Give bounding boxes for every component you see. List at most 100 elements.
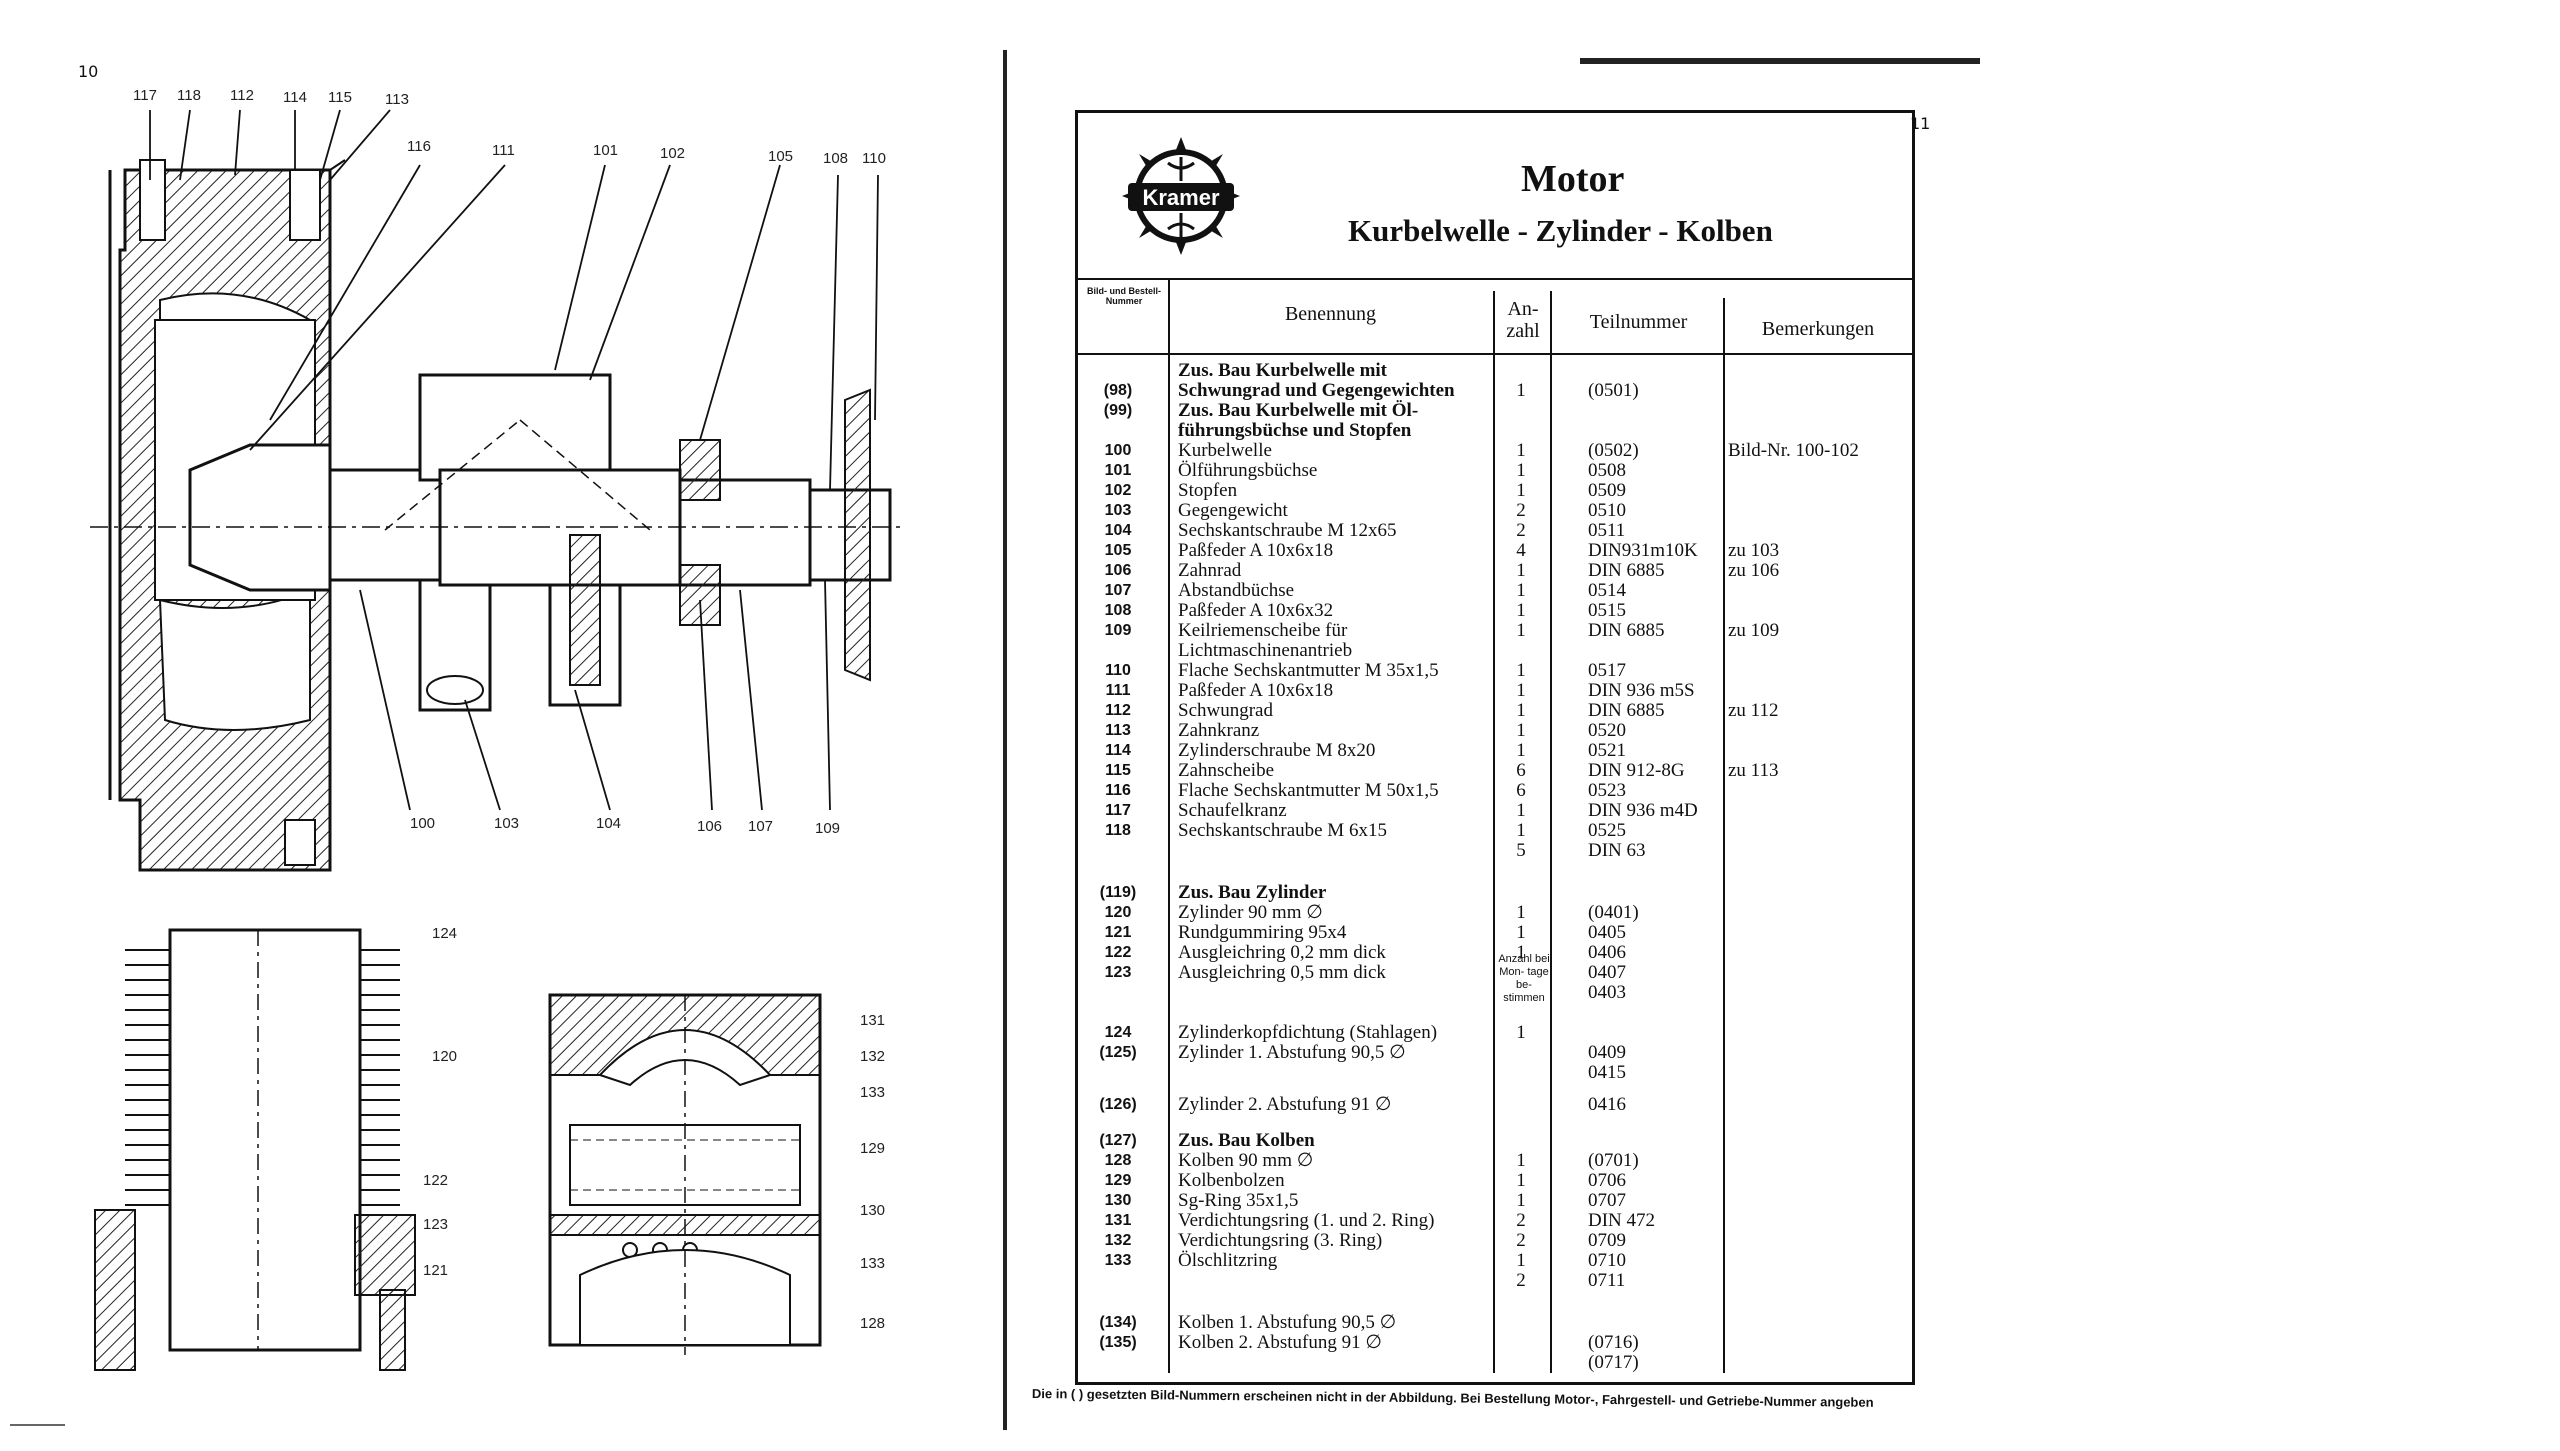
col-line-3 <box>1550 291 1552 1373</box>
row-part-number: 0407 <box>1588 962 1626 983</box>
row-name: Zahnkranz <box>1178 720 1260 741</box>
row-name: Kurbelwelle <box>1178 440 1272 461</box>
row-part-number: 0707 <box>1588 1190 1626 1211</box>
subtitle: Kurbelwelle - Zylinder - Kolben <box>1348 213 1773 248</box>
callout-103: 103 <box>494 815 520 832</box>
row-name: Zylinderschraube M 8x20 <box>1178 740 1376 761</box>
row-qty: 1 <box>1516 1022 1526 1043</box>
row-number: 118 <box>1105 822 1131 839</box>
header-top-line <box>1078 278 1912 280</box>
row-name: Stopfen <box>1178 480 1238 501</box>
crankshaft-drawing <box>90 109 900 872</box>
left-page-number: 10 <box>78 62 99 81</box>
row-number: 113 <box>1105 722 1131 739</box>
row-number: 105 <box>1104 542 1132 559</box>
row-qty: 1 <box>1516 380 1526 401</box>
th-part: Teilnummer <box>1589 311 1688 333</box>
row-qty: 1 <box>1516 600 1526 621</box>
row-part-number: DIN931m10K <box>1588 540 1698 561</box>
row-number: (135) <box>1099 1334 1137 1351</box>
row-part-number: DIN 6885 <box>1588 620 1665 641</box>
th-qty: An- zahl <box>1506 298 1540 342</box>
row-part-number: 0511 <box>1588 520 1626 541</box>
table-row: (135)Kolben 2. Abstufung 91 ∅(0716) <box>1078 1333 1912 1353</box>
table-row: (0717) <box>1078 1353 1912 1373</box>
row-part-number: (0701) <box>1588 1150 1639 1171</box>
row-remark: zu 112 <box>1728 700 1779 721</box>
row-name: Zylinderkopfdichtung (Stahlagen) <box>1178 1022 1438 1043</box>
title-motor: Motor <box>1521 158 1625 200</box>
row-name: Paßfeder A 10x6x18 <box>1178 680 1334 701</box>
row-remark: Bild-Nr. 100-102 <box>1728 440 1859 461</box>
qty-note: Anzahl bei Mon- tage be- stimmen <box>1498 953 1550 1004</box>
callout-107: 107 <box>748 818 774 835</box>
parts-sheet: Kramer Motor Kurbelwelle - Zylinder - Ko… <box>1075 110 1915 1385</box>
row-part-number: (0401) <box>1588 902 1639 923</box>
row-remark: zu 106 <box>1728 560 1780 581</box>
row-name: Ölführungsbüchse <box>1178 460 1318 481</box>
row-name: Paßfeder A 10x6x32 <box>1178 600 1334 621</box>
row-number: (125) <box>1099 1044 1137 1061</box>
row-remark: zu 113 <box>1728 760 1779 781</box>
row-part-number: DIN 6885 <box>1588 560 1665 581</box>
table-row: 0415 <box>1078 1063 1912 1083</box>
right-page-number: 11 <box>1910 114 1931 133</box>
row-part-number: 0523 <box>1588 780 1626 801</box>
row-number: 133 <box>1104 1252 1132 1269</box>
row-number: 116 <box>1105 782 1131 799</box>
table-row: führungsbüchse und Stopfen <box>1078 421 1912 441</box>
callout-116: 116 <box>407 138 431 155</box>
row-number: 111 <box>1105 682 1131 699</box>
row-part-number: 0508 <box>1588 460 1626 481</box>
table-row: (134)Kolben 1. Abstufung 90,5 ∅ <box>1078 1313 1912 1333</box>
row-part-number: 0521 <box>1588 740 1626 761</box>
callout-122: 122 <box>423 1172 449 1189</box>
row-qty: 1 <box>1516 460 1526 481</box>
row-name: Zylinder 1. Abstufung 90,5 ∅ <box>1178 1042 1406 1063</box>
row-number: 110 <box>1105 662 1131 679</box>
row-number: 104 <box>1104 522 1132 539</box>
th-remarks: Bemerkungen <box>1761 318 1875 340</box>
table-row: 0403 <box>1078 983 1912 1003</box>
callout-120: 120 <box>432 1048 458 1065</box>
col-line-4 <box>1723 298 1725 1373</box>
row-part-number: (0502) <box>1588 440 1639 461</box>
row-number: 109 <box>1104 622 1132 639</box>
row-number: 114 <box>1105 742 1131 759</box>
row-qty: 1 <box>1516 440 1526 461</box>
table-row: Lichtmaschinenantrieb <box>1078 641 1912 661</box>
row-part-number: 0520 <box>1588 720 1626 741</box>
row-part-number: 0510 <box>1588 500 1626 521</box>
row-qty: 1 <box>1516 1170 1526 1191</box>
top-rule <box>1580 58 1980 64</box>
row-name: Sechskantschraube M 6x15 <box>1178 820 1387 841</box>
row-name: Ausgleichring 0,5 mm dick <box>1178 962 1386 983</box>
leader-lines <box>149 109 879 811</box>
row-name: Schwungrad und Gegengewichten <box>1178 380 1455 401</box>
kramer-logo: Kramer <box>1122 137 1240 255</box>
row-qty: 1 <box>1516 820 1526 841</box>
callout-100: 100 <box>410 815 436 832</box>
row-name: Kolben 2. Abstufung 91 ∅ <box>1178 1332 1382 1353</box>
row-part-number: 0416 <box>1588 1094 1626 1115</box>
row-qty: 2 <box>1516 1270 1526 1291</box>
row-qty: 1 <box>1516 700 1526 721</box>
row-part-number: 0403 <box>1588 982 1626 1003</box>
row-number: (126) <box>1099 1096 1137 1113</box>
row-name: Schaufelkranz <box>1178 800 1287 821</box>
col-line-2 <box>1493 291 1495 1373</box>
row-name: Zylinder 90 mm ∅ <box>1178 902 1323 923</box>
row-name: Sechskantschraube M 12x65 <box>1178 520 1397 541</box>
crankshaft <box>90 373 900 712</box>
row-name: Lichtmaschinenantrieb <box>1178 640 1353 661</box>
callout-128: 128 <box>860 1315 886 1332</box>
